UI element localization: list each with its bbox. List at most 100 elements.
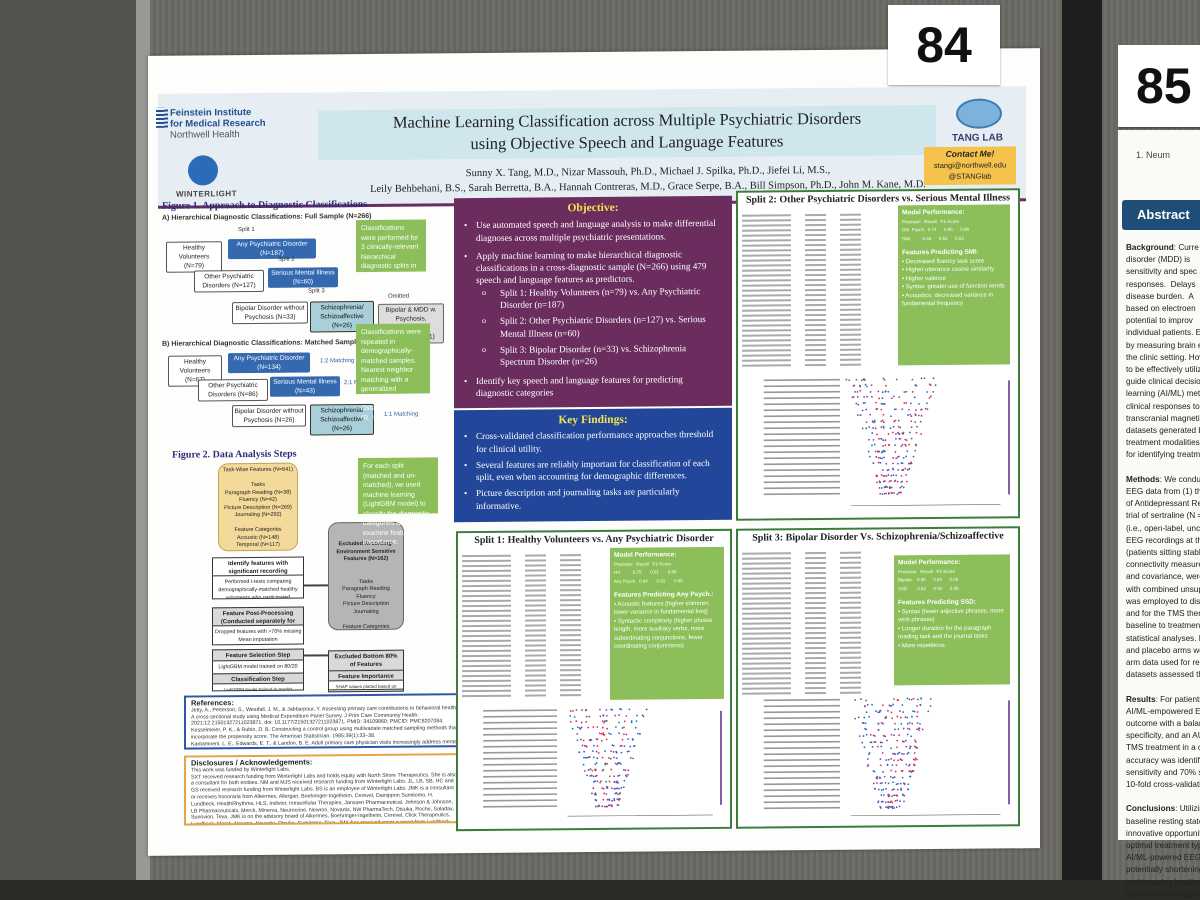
smi-matched-box: Serious Mental Illness (N=43) — [270, 376, 340, 397]
shap-point — [901, 759, 904, 762]
shap-point — [612, 751, 615, 753]
shap-point — [893, 734, 895, 737]
shap-point — [920, 697, 923, 700]
shap-point — [896, 799, 899, 802]
shap-point — [877, 800, 880, 803]
table-row — [840, 213, 861, 216]
shap-colorbar — [1008, 700, 1010, 805]
shap-point — [875, 777, 878, 779]
table-row — [840, 651, 861, 654]
shap-point — [901, 469, 904, 472]
shap-point — [868, 455, 871, 458]
shap-point — [625, 715, 628, 717]
shap-point — [889, 427, 892, 430]
shap-point — [600, 780, 603, 783]
shap-point — [906, 469, 909, 471]
neighbor-abstract-line: sensitivity and 70% specifi — [1126, 767, 1200, 777]
table-row — [742, 582, 791, 585]
shap-point — [591, 769, 594, 772]
shap-point — [604, 763, 607, 766]
table-row — [742, 279, 791, 282]
shap-point — [887, 782, 890, 785]
shap-point — [882, 704, 884, 707]
shap-point — [865, 427, 868, 430]
table-row — [840, 551, 861, 554]
shap-point — [612, 744, 615, 747]
shap-point — [884, 717, 887, 719]
shap-point — [572, 710, 574, 712]
table-row — [840, 278, 861, 281]
neighbor-abstract-line — [1126, 462, 1200, 474]
table-row — [525, 674, 546, 677]
shap-point — [620, 708, 623, 711]
shap-point — [896, 462, 899, 465]
flow-arrow — [304, 584, 328, 587]
shap-point — [581, 744, 584, 747]
neighbor-abstract-line: and placebo arms were u — [1126, 645, 1200, 655]
table-row — [840, 586, 861, 589]
shap-point — [856, 414, 859, 416]
shap-point — [625, 733, 628, 736]
neighbor-number-card: 85 — [1118, 45, 1200, 127]
shap-point — [884, 444, 887, 447]
table-row — [742, 627, 791, 630]
table-row — [742, 239, 791, 242]
table-row — [805, 566, 826, 569]
shap-point — [626, 750, 629, 753]
shap-point — [929, 395, 932, 398]
table-row — [462, 589, 511, 592]
shap-point — [896, 788, 899, 791]
table-row — [560, 604, 581, 606]
table-row — [840, 228, 861, 231]
objective-sub-bullet: Split 3: Bipolar Disorder (n=33) vs. Sch… — [482, 342, 722, 369]
references-box: References: Jetty, A., Petterson, S., We… — [184, 693, 466, 750]
shap-feature-label — [763, 752, 840, 756]
shap-feature-label — [483, 721, 558, 724]
shap-point — [589, 768, 592, 770]
table-row — [805, 263, 826, 266]
shap-point — [641, 714, 644, 717]
shap-point — [864, 727, 866, 730]
shap-point — [901, 432, 904, 435]
shap-feature-label — [763, 450, 840, 454]
shap-point — [891, 431, 894, 434]
shap-point — [915, 444, 918, 447]
shap-point — [928, 397, 931, 399]
shap-point — [895, 378, 898, 381]
table-row — [560, 639, 581, 641]
shap-point — [871, 745, 874, 748]
table-row — [805, 308, 826, 311]
table-row — [805, 556, 826, 559]
shap-point — [627, 769, 630, 772]
shap-point — [576, 739, 579, 742]
shap-point — [608, 757, 610, 759]
shap-point — [592, 744, 595, 747]
shap-colorbar — [720, 710, 722, 805]
shap-point — [932, 390, 935, 393]
shap-point — [862, 402, 865, 404]
shap-point — [900, 723, 903, 725]
shap-point — [618, 774, 621, 777]
table-row — [525, 679, 546, 682]
shap-point — [611, 744, 614, 747]
board-frame — [0, 0, 140, 900]
shap-point — [580, 726, 583, 729]
table-row — [840, 363, 861, 366]
shap-point — [907, 414, 909, 416]
shap-point — [873, 741, 876, 743]
shap-point — [895, 806, 898, 809]
table-row — [462, 629, 511, 632]
table-row — [560, 559, 581, 561]
shap-point — [576, 732, 579, 735]
table-row — [742, 622, 791, 625]
shap-point — [902, 727, 905, 730]
table-row — [742, 572, 791, 575]
shap-point — [932, 377, 935, 380]
shap-point — [875, 710, 877, 713]
shap-point — [881, 493, 884, 496]
shap-point — [896, 752, 899, 755]
shap-point — [878, 711, 881, 714]
shap-point — [880, 487, 883, 489]
shap-point — [857, 716, 860, 719]
shap-point — [853, 384, 856, 387]
